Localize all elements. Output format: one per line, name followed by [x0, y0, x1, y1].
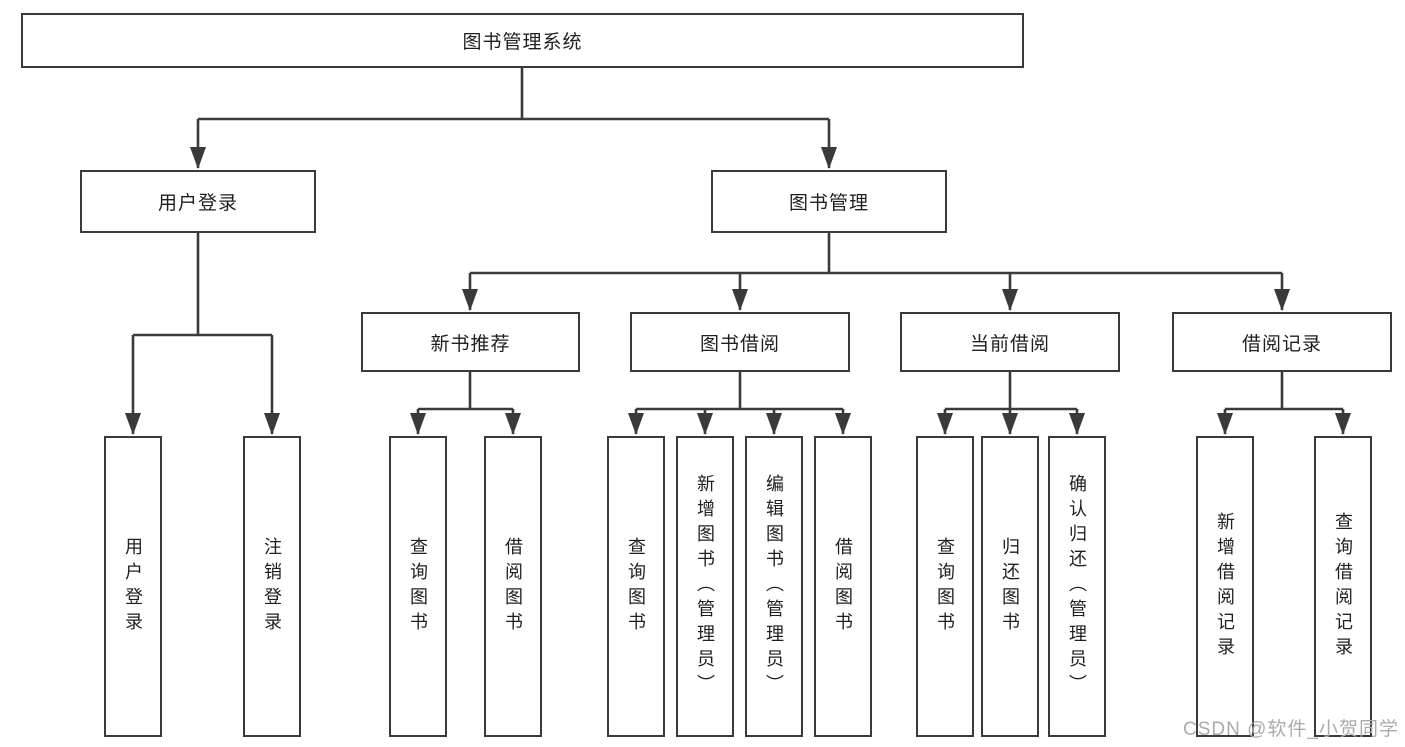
leaf-return-book: 归还图书 — [981, 436, 1039, 737]
leaf-add-borrow-record-label: 新增借阅记录 — [1215, 511, 1235, 662]
leaf-user-login: 用户登录 — [104, 436, 162, 737]
leaf-borrow-books-label: 借阅图书 — [833, 536, 853, 637]
leaf-confirm-return-admin-label: 确认归还（管理员） — [1067, 474, 1087, 699]
leaf-borrow-books-recommend: 借阅图书 — [484, 436, 542, 737]
leaf-query-books-current-label: 查询图书 — [935, 536, 955, 637]
leaf-query-books-current: 查询图书 — [916, 436, 974, 737]
leaf-add-book-admin-label: 新增图书（管理员） — [695, 474, 715, 699]
node-new-book-recommend: 新书推荐 — [361, 312, 580, 372]
node-user-login: 用户登录 — [80, 170, 316, 233]
leaf-borrow-books: 借阅图书 — [814, 436, 872, 737]
leaf-query-borrow-record-label: 查询借阅记录 — [1333, 511, 1353, 662]
leaf-confirm-return-admin: 确认归还（管理员） — [1048, 436, 1106, 737]
leaf-add-book-admin: 新增图书（管理员） — [676, 436, 734, 737]
leaf-logout-label: 注销登录 — [262, 536, 282, 637]
leaf-query-books-recommend: 查询图书 — [389, 436, 447, 737]
leaf-user-login-label: 用户登录 — [123, 536, 143, 637]
leaf-add-borrow-record: 新增借阅记录 — [1196, 436, 1254, 737]
leaf-query-borrow-record: 查询借阅记录 — [1314, 436, 1372, 737]
leaf-query-books-recommend-label: 查询图书 — [408, 536, 428, 637]
node-book-management: 图书管理 — [711, 170, 947, 233]
node-borrow-records: 借阅记录 — [1172, 312, 1392, 372]
node-current-borrow: 当前借阅 — [900, 312, 1120, 372]
leaf-query-books-borrow-label: 查询图书 — [626, 536, 646, 637]
node-book-borrow: 图书借阅 — [630, 312, 850, 372]
leaf-borrow-books-recommend-label: 借阅图书 — [503, 536, 523, 637]
leaf-query-books-borrow: 查询图书 — [607, 436, 665, 737]
leaf-return-book-label: 归还图书 — [1000, 536, 1020, 637]
leaf-edit-book-admin-label: 编辑图书（管理员） — [764, 474, 784, 699]
node-library-management-system: 图书管理系统 — [21, 13, 1024, 68]
leaf-edit-book-admin: 编辑图书（管理员） — [745, 436, 803, 737]
watermark: CSDN @软件_小贺同学 — [1183, 719, 1399, 740]
leaf-logout: 注销登录 — [243, 436, 301, 737]
